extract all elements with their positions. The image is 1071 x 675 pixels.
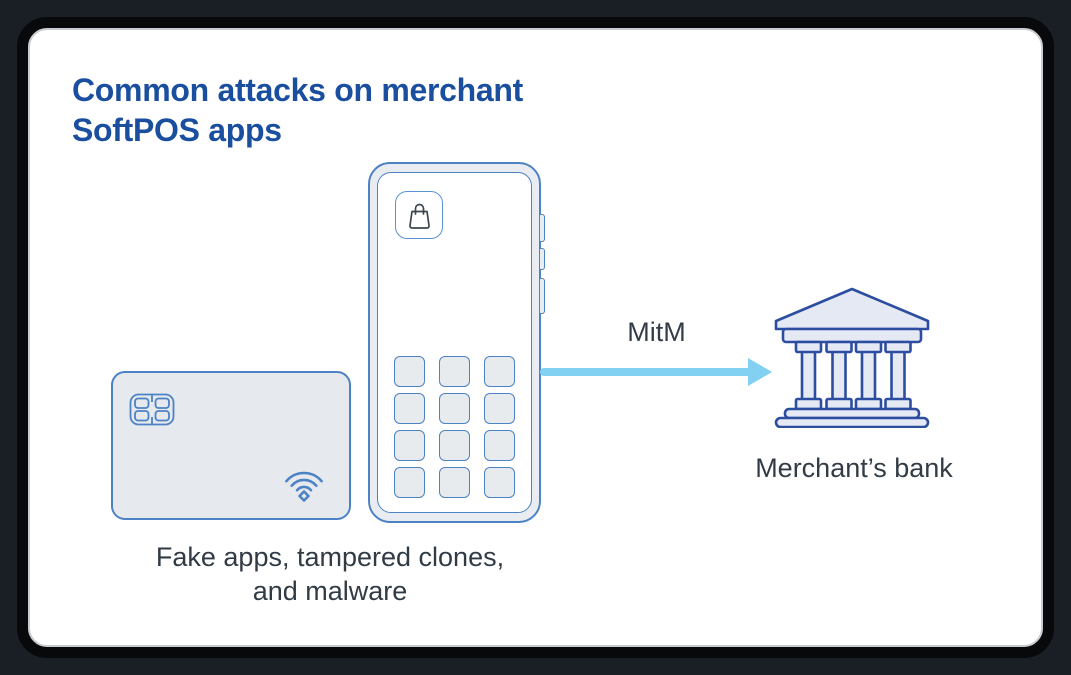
keypad-key	[394, 430, 425, 461]
keypad-key	[439, 467, 470, 498]
bank-icon	[774, 287, 930, 428]
keypad-key	[484, 393, 515, 424]
pin-keypad	[394, 356, 515, 498]
keypad-key	[439, 356, 470, 387]
phone-volume-up-button	[540, 214, 545, 242]
payment-app-icon	[395, 191, 443, 239]
title-line-2: SoftPOS apps	[72, 112, 282, 148]
phone-volume-down-button	[540, 248, 545, 270]
keypad-key	[394, 393, 425, 424]
caption-line-2: and malware	[252, 576, 408, 606]
keypad-key	[484, 430, 515, 461]
softpos-phone	[368, 162, 545, 523]
payment-card	[111, 371, 351, 520]
keypad-key	[484, 467, 515, 498]
caption: Fake apps, tampered clones, and malware	[80, 540, 580, 608]
shopping-bag-icon	[408, 203, 430, 229]
keypad-key	[439, 393, 470, 424]
mitm-arrow	[540, 358, 773, 386]
mitm-label: MitM	[627, 317, 686, 347]
phone-power-button	[540, 278, 545, 314]
arrow-line	[540, 368, 752, 376]
caption-line-1: Fake apps, tampered clones,	[155, 542, 505, 572]
keypad-key	[439, 430, 470, 461]
contactless-icon	[285, 471, 323, 502]
arrow-head-icon	[748, 358, 772, 386]
phone-screen	[377, 172, 532, 513]
title-line-1: Common attacks on merchant	[72, 72, 523, 108]
keypad-key	[484, 356, 515, 387]
keypad-key	[394, 356, 425, 387]
keypad-key	[394, 467, 425, 498]
bank-label: Merchant’s bank	[755, 453, 953, 483]
emv-chip-icon	[129, 393, 175, 426]
